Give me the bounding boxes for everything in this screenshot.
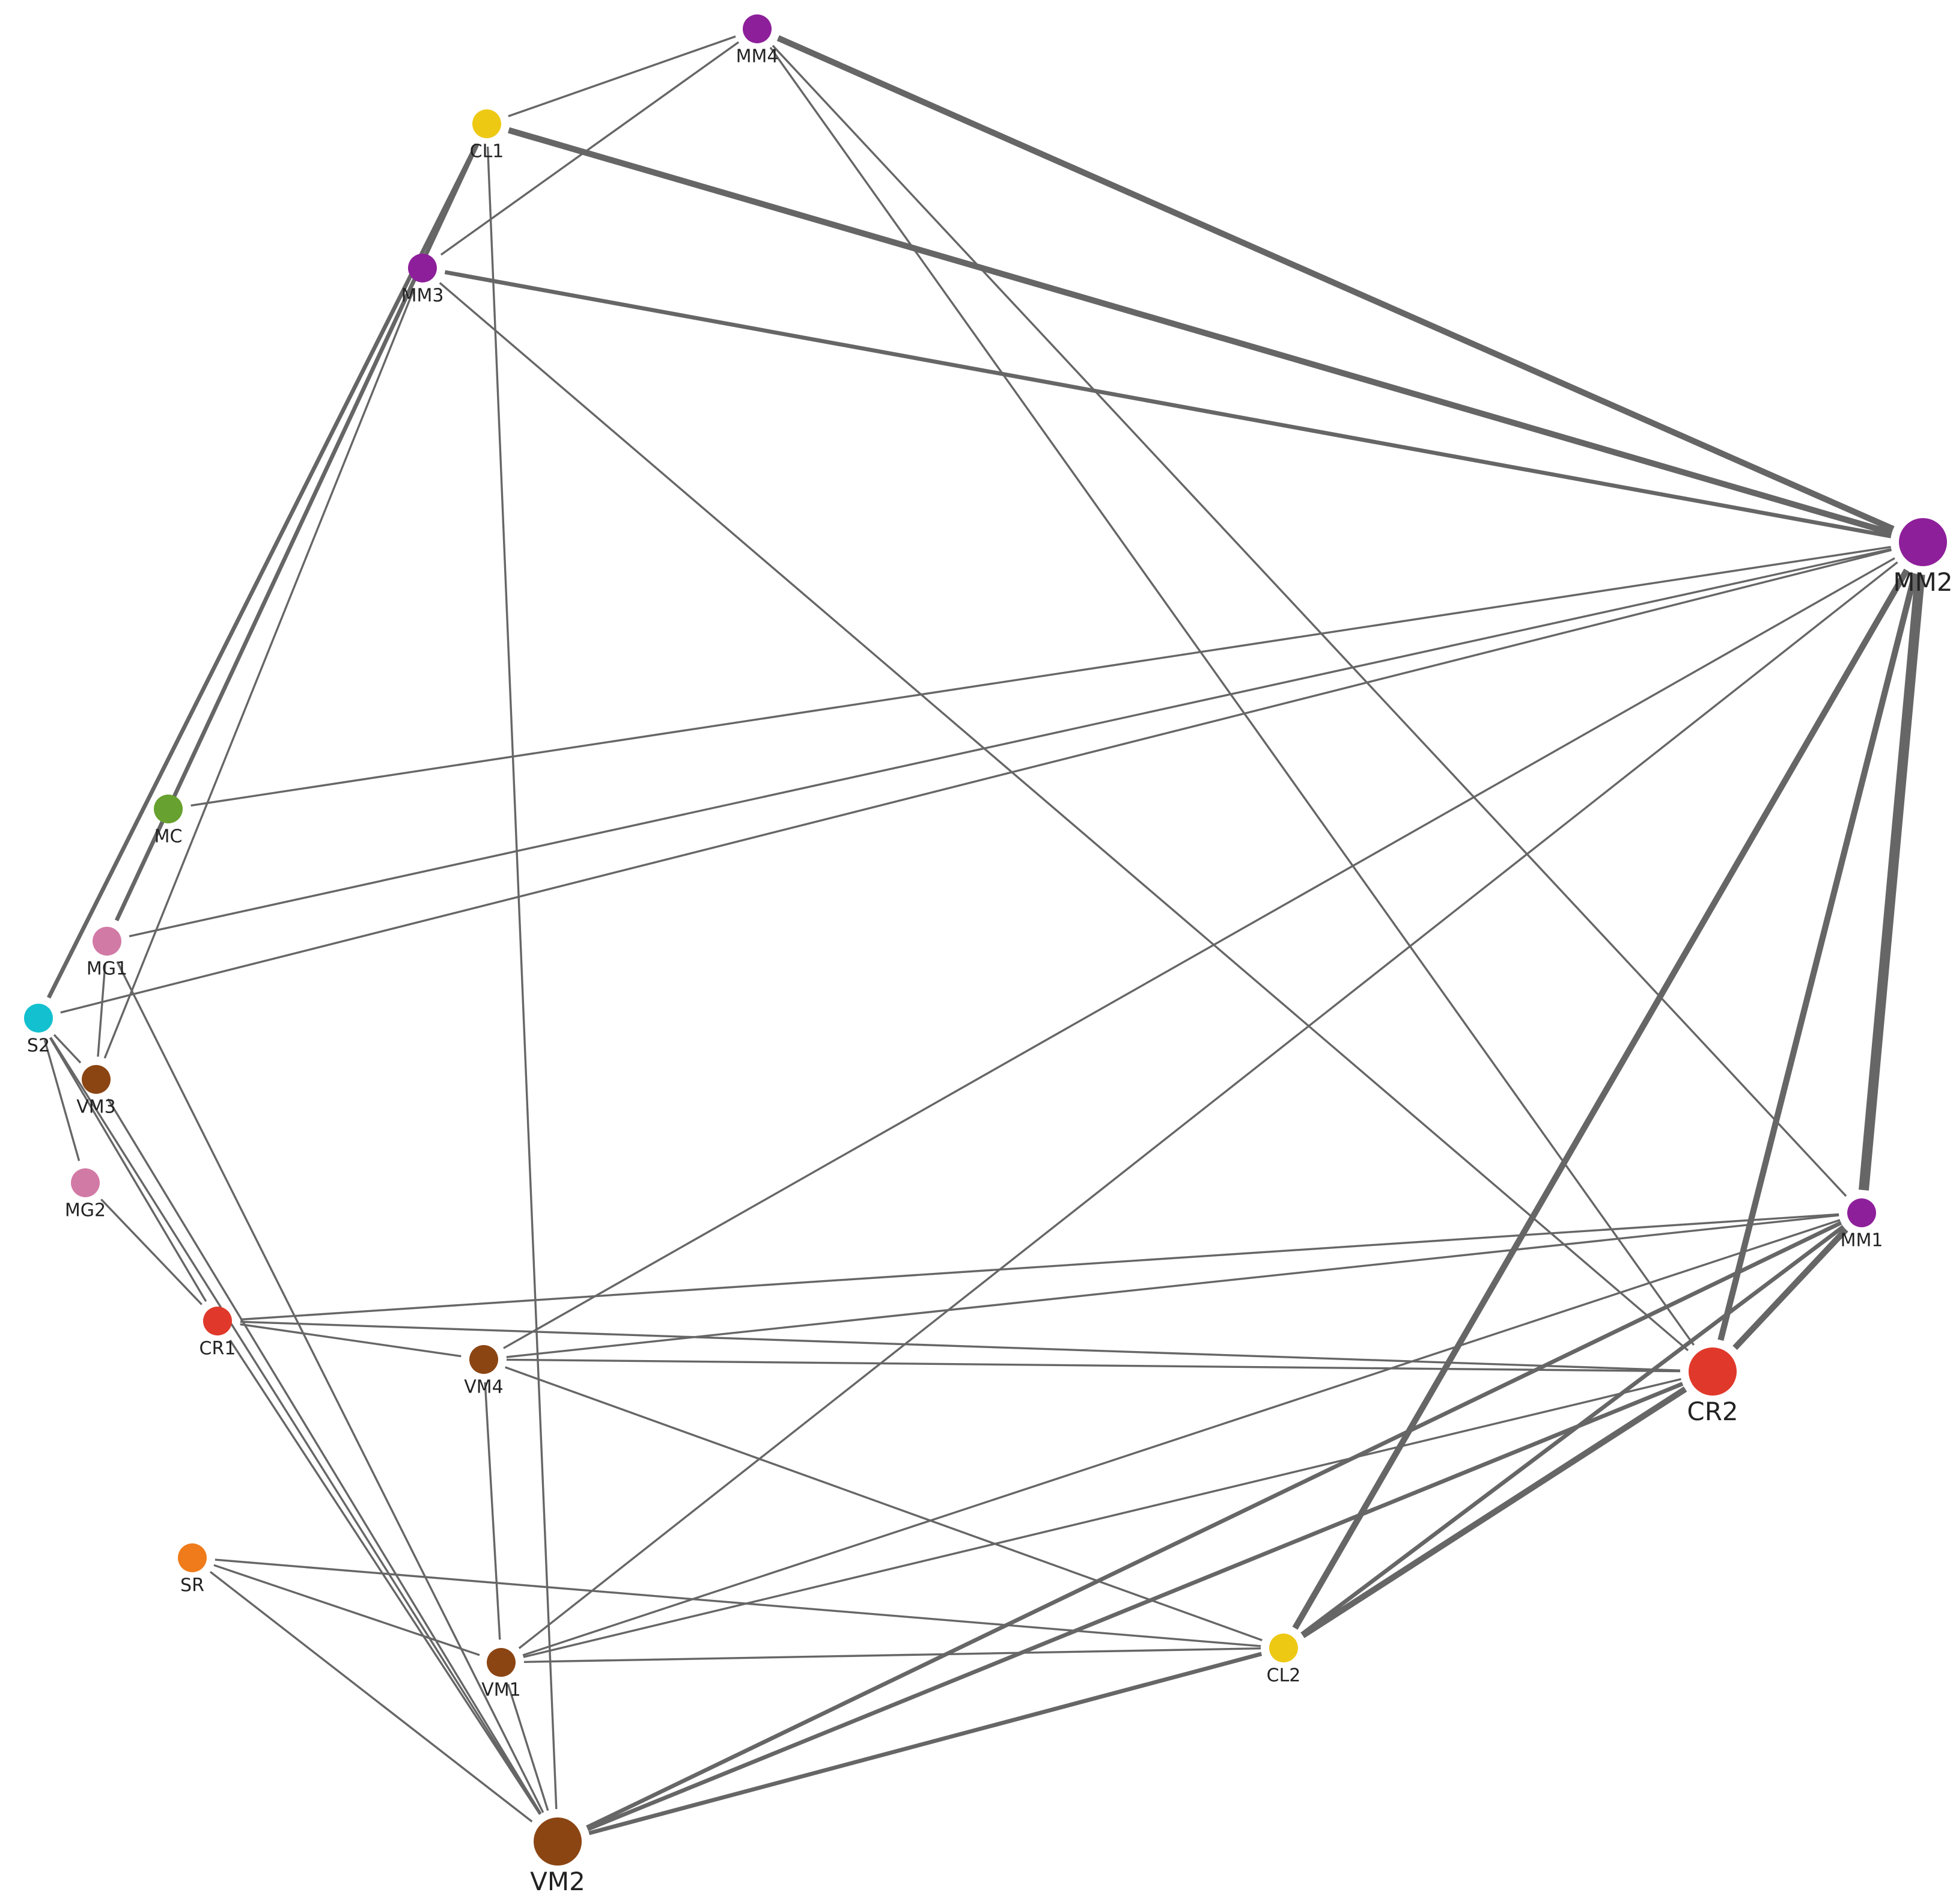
edge-mm2-s2 xyxy=(60,549,1892,1014)
node-vm4[interactable] xyxy=(469,1345,498,1374)
edge-mm1-vm1 xyxy=(522,1219,1841,1656)
node-mm4[interactable] xyxy=(743,14,772,43)
node-mg2[interactable] xyxy=(71,1168,100,1197)
node-label-vm1: VM1 xyxy=(481,1680,521,1701)
edge-cl2-vm2 xyxy=(588,1652,1263,1835)
edge-mm4-cr2 xyxy=(769,47,1695,1346)
node-label-vm4: VM4 xyxy=(464,1377,504,1398)
edge-s2-vm3 xyxy=(53,1034,82,1064)
edge-cr1-vm2 xyxy=(229,1339,541,1815)
node-label-s2: S2 xyxy=(27,1036,50,1057)
node-vm3[interactable] xyxy=(82,1065,111,1094)
node-vm1[interactable] xyxy=(487,1648,516,1677)
node-label-mg1: MG1 xyxy=(87,959,127,980)
edge-mm3-mm2 xyxy=(444,270,1892,539)
edge-s2-mg2 xyxy=(43,1040,81,1161)
node-cr1[interactable] xyxy=(203,1307,232,1335)
edge-mg1-vm3 xyxy=(97,963,106,1057)
node-cr2[interactable] xyxy=(1689,1347,1737,1396)
edge-sr-vm1 xyxy=(213,1564,480,1656)
node-layer xyxy=(24,14,1947,1866)
edge-mm1-vm2 xyxy=(586,1221,1842,1829)
node-label-cl1: CL1 xyxy=(470,141,504,162)
edge-s2-cr1 xyxy=(49,1037,207,1302)
node-label-mg2: MG2 xyxy=(65,1200,106,1221)
edge-s2-vm2 xyxy=(49,1037,541,1815)
node-s2[interactable] xyxy=(24,1004,53,1033)
edge-sr-vm2 xyxy=(209,1570,533,1823)
edge-sr-cl2 xyxy=(215,1558,1261,1647)
edge-mm1-cr1 xyxy=(240,1213,1839,1321)
edge-cr1-vm4 xyxy=(240,1323,462,1358)
edge-vm4-vm1 xyxy=(484,1382,501,1640)
node-vm2[interactable] xyxy=(534,1817,582,1866)
edge-vm1-vm2 xyxy=(507,1683,549,1811)
edge-mg2-cr1 xyxy=(100,1198,203,1305)
node-sr[interactable] xyxy=(178,1543,207,1572)
edge-vm3-vm2 xyxy=(107,1098,542,1814)
edge-layer xyxy=(43,35,1925,1835)
node-label-mc: MC xyxy=(154,826,183,847)
edge-mm2-mm1 xyxy=(1859,574,1925,1191)
node-label-mm1: MM1 xyxy=(1841,1230,1883,1251)
edge-cr2-vm1 xyxy=(523,1378,1681,1658)
edge-vm4-cr2 xyxy=(506,1358,1681,1373)
edge-mm2-mg1 xyxy=(129,548,1892,938)
edge-mm4-mm1 xyxy=(772,44,1847,1197)
node-label-cr1: CR1 xyxy=(200,1338,236,1359)
node-mc[interactable] xyxy=(154,795,183,823)
node-mm3[interactable] xyxy=(408,254,437,282)
edge-mm4-mm2 xyxy=(776,35,1895,532)
edge-cr2-vm2 xyxy=(586,1382,1684,1831)
edge-cl1-s2 xyxy=(46,143,479,999)
node-label-mm2: MM2 xyxy=(1893,567,1952,597)
node-label-sr: SR xyxy=(180,1575,204,1596)
edge-vm1-cl2 xyxy=(523,1647,1261,1663)
edge-mm2-mc xyxy=(190,546,1891,807)
node-label-mm4: MM4 xyxy=(736,46,779,67)
edge-cr1-cr2 xyxy=(240,1320,1681,1372)
edge-mm4-cl1 xyxy=(508,35,736,118)
edge-mm1-cr2 xyxy=(1732,1227,1848,1350)
node-label-mm3: MM3 xyxy=(401,285,444,307)
edge-cl1-vm2 xyxy=(486,146,558,1810)
node-mg1[interactable] xyxy=(93,927,121,956)
node-cl2[interactable] xyxy=(1269,1634,1298,1662)
edge-vm4-cl2 xyxy=(505,1366,1263,1641)
edge-mm2-cr2 xyxy=(1717,573,1918,1341)
edge-mm1-vm4 xyxy=(506,1214,1839,1358)
edge-mm3-cr2 xyxy=(439,282,1689,1352)
node-label-cl2: CL2 xyxy=(1267,1665,1301,1686)
edge-mm2-cl2 xyxy=(1292,569,1910,1630)
edge-mg1-vm2 xyxy=(116,961,544,1813)
node-mm1[interactable] xyxy=(1847,1198,1876,1227)
edge-mm3-vm3 xyxy=(103,288,415,1059)
node-cl1[interactable] xyxy=(472,109,501,138)
node-label-cr2: CR2 xyxy=(1687,1397,1738,1426)
node-label-vm2: VM2 xyxy=(530,1867,585,1896)
edge-cr2-cl2 xyxy=(1301,1386,1687,1638)
edge-cl1-mm2 xyxy=(508,127,1893,536)
node-label-vm3: VM3 xyxy=(76,1097,116,1118)
edge-mm2-vm4 xyxy=(503,557,1895,1349)
edge-mm2-vm1 xyxy=(518,561,1898,1649)
node-mm2[interactable] xyxy=(1899,518,1947,566)
